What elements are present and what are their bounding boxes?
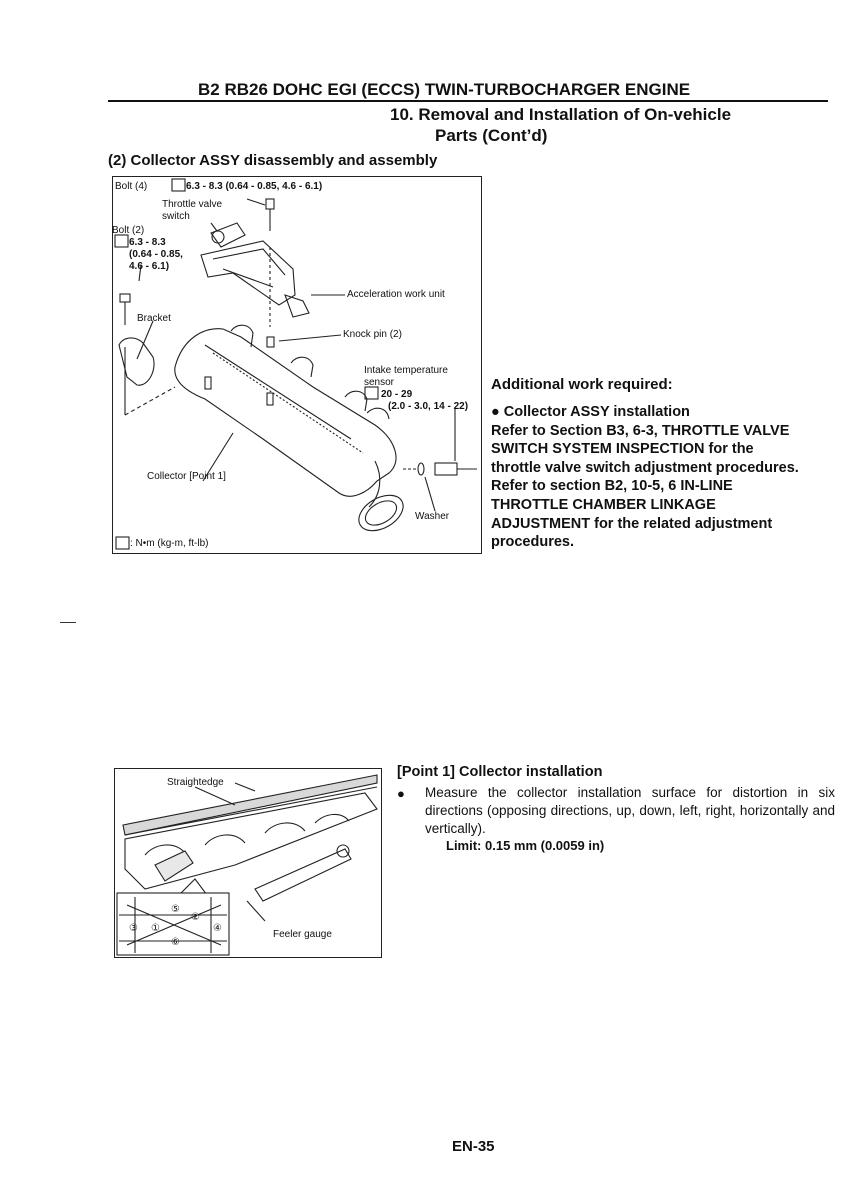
page-number: EN-35: [452, 1138, 495, 1155]
additional-work-body: ● Collector ASSY installation Refer to S…: [491, 403, 836, 552]
section-title-line2: Parts (Cont’d): [435, 126, 548, 145]
additional-work-line: ADJUSTMENT for the related adjustment: [491, 515, 773, 532]
label-acceleration-work-unit: Acceleration work unit: [347, 289, 445, 300]
straightedge-measurement-diagram: Straightedge Feeler gauge ① ② ③ ④ ⑤ ⑥: [114, 768, 382, 958]
label-bolt4-torque: 6.3 - 8.3 (0.64 - 0.85, 4.6 - 6.1): [186, 181, 323, 192]
collector-body: [174, 328, 397, 497]
collector-outlet: [358, 494, 404, 532]
additional-work-line: THROTTLE CHAMBER LINKAGE: [491, 496, 716, 513]
point1-title: [Point 1] Collector installation: [397, 764, 603, 780]
point1-body: Measure the collector installation surfa…: [425, 785, 835, 836]
additional-work-title: Additional work required:: [491, 376, 673, 393]
margin-mark: [60, 622, 76, 623]
label-direction-3: ③: [129, 923, 138, 934]
header-rule: [108, 100, 828, 102]
collector-drawing: [114, 178, 477, 550]
additional-work-line: procedures.: [491, 534, 574, 551]
label-sensor-torque-2: (2.0 - 3.0, 14 - 22): [388, 401, 469, 412]
intake-temp-sensor-icon: [434, 462, 458, 476]
bolt-top-icon: [265, 198, 275, 210]
label-sensor-torque-1: 20 - 29: [381, 389, 413, 400]
page-header-title: B2 RB26 DOHC EGI (ECCS) TWIN-TURBOCHARGE…: [198, 80, 691, 99]
label-collector: Collector [Point 1]: [147, 471, 226, 482]
point1-bullet: ●: [397, 786, 405, 801]
label-bracket: Bracket: [137, 313, 171, 324]
section-title-line1: 10. Removal and Installation of On-vehic…: [390, 105, 732, 124]
section-title: 10. Removal and Installation of On-vehic…: [390, 104, 731, 146]
label-direction-4: ④: [213, 923, 222, 934]
straightedge-icon: [122, 774, 378, 836]
label-throttle-valve-switch-1: Throttle valve: [162, 199, 223, 210]
label-knock-pin: Knock pin (2): [343, 329, 402, 340]
additional-work-line: Refer to section B2, 10-5, 6 IN-LINE: [491, 478, 733, 495]
straightedge-drawing: [116, 774, 378, 956]
torque-wrench-icon: [115, 536, 130, 550]
label-intake-temp-sensor-2: sensor: [364, 377, 395, 388]
additional-work-bullet: ● Collector ASSY installation: [491, 404, 690, 420]
label-unit-legend: : N•m (kg-m, ft-lb): [130, 538, 209, 549]
label-feeler-gauge: Feeler gauge: [273, 929, 332, 940]
label-throttle-valve-switch-2: switch: [162, 211, 190, 222]
knock-pin-icon: [266, 336, 275, 348]
label-bolt4: Bolt (4): [115, 181, 148, 192]
label-washer: Washer: [415, 511, 450, 522]
label-direction-5: ⑤: [171, 904, 180, 915]
collector-exploded-diagram: Bolt (4) 6.3 - 8.3 (0.64 - 0.85, 4.6 - 6…: [112, 176, 482, 554]
additional-work-line: SWITCH SYSTEM INSPECTION for the: [491, 441, 754, 458]
label-direction-6: ⑥: [171, 937, 180, 948]
additional-work-line: Refer to Section B3, 6-3, THROTTLE VALVE: [491, 422, 790, 439]
label-direction-2: ②: [191, 912, 200, 923]
washer-icon: [417, 462, 425, 476]
upper-linkage-part: [200, 240, 296, 306]
feeler-gauge-icon: [154, 850, 194, 882]
point1-limit: Limit: 0.15 mm (0.0059 in): [446, 838, 605, 853]
additional-work-line: throttle valve switch adjustment procedu…: [491, 459, 799, 476]
collector-flange: [124, 792, 378, 890]
label-bolt2-torque-1: 6.3 - 8.3: [129, 237, 166, 248]
label-bolt2-torque-3: 4.6 - 6.1): [129, 261, 170, 272]
torque-wrench-icon: [364, 386, 379, 400]
label-straightedge: Straightedge: [167, 777, 224, 788]
acceleration-work-unit-icon: [284, 294, 310, 318]
torque-wrench-icon: [171, 178, 186, 192]
subsection-title: (2) Collector ASSY disassembly and assem…: [108, 152, 438, 169]
torque-wrench-icon: [114, 234, 129, 248]
label-intake-temp-sensor-1: Intake temperature: [364, 365, 448, 376]
bracket-icon: [118, 337, 155, 386]
label-bolt2: Bolt (2): [112, 225, 145, 236]
label-direction-1: ①: [151, 923, 160, 934]
label-bolt2-torque-2: (0.64 - 0.85,: [129, 249, 183, 260]
